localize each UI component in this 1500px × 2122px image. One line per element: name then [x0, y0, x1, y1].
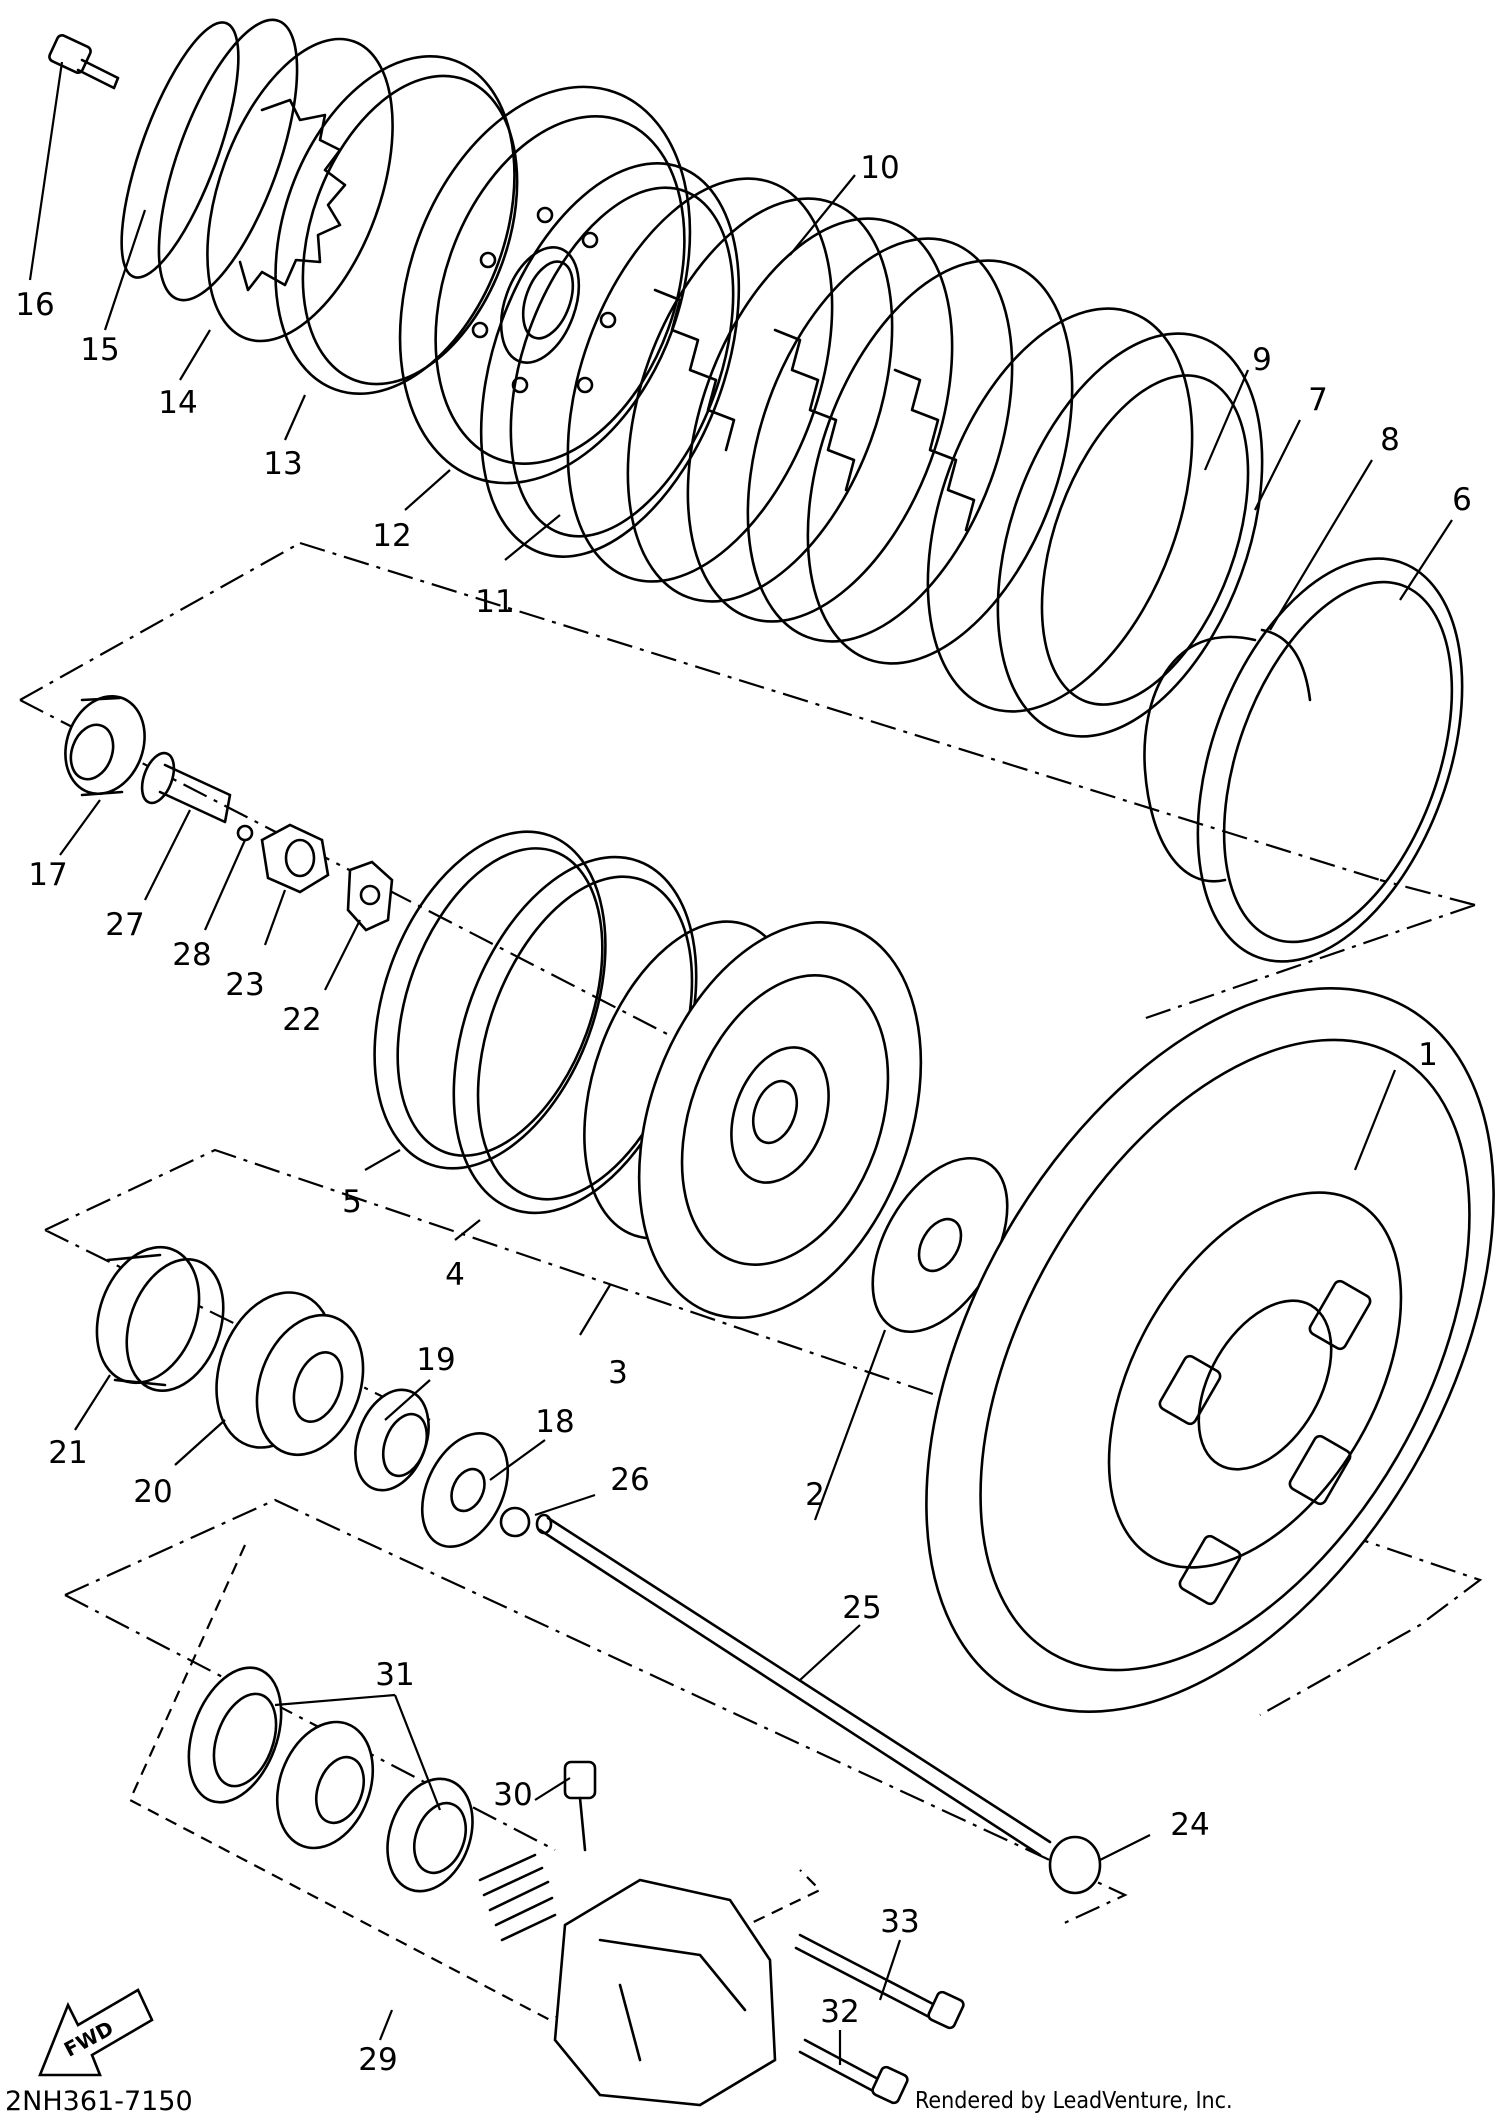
callout-32: 32: [820, 1994, 859, 2030]
leader-lines: [28, 61, 1453, 2065]
callout-6: 6: [1452, 482, 1472, 518]
callout-26: 26: [610, 1462, 649, 1498]
part-5-ring: [373, 830, 607, 1170]
part-13-plate: [274, 55, 519, 395]
callout-17: 17: [28, 857, 67, 893]
part-17-bearing: [64, 694, 146, 797]
callout-12: 12: [372, 518, 411, 554]
callout-11: 11: [475, 584, 514, 620]
part-30-bleed-screw: [563, 1760, 597, 1852]
callout-2: 2: [805, 1477, 825, 1513]
part-3-clutch-boss: [583, 920, 923, 1320]
part-23-nut: [260, 823, 330, 894]
callout-20: 20: [133, 1474, 172, 1510]
callout-3: 3: [608, 1355, 628, 1391]
group-boundaries: [19, 541, 1483, 2022]
part-31-seals: [187, 1666, 474, 1893]
part-28-ball: [236, 824, 254, 842]
callout-4: 4: [445, 1257, 465, 1293]
part-7-plate: [996, 332, 1264, 738]
callout-14: 14: [158, 385, 197, 421]
callout-23: 23: [225, 967, 264, 1003]
callout-18: 18: [535, 1404, 574, 1440]
callout-24: 24: [1170, 1807, 1209, 1843]
part-18-washer: [420, 1431, 510, 1549]
callout-9: 9: [1252, 342, 1272, 378]
callout-27: 27: [105, 907, 144, 943]
part-11-friction-plate: [479, 162, 741, 558]
render-credit: Rendered by LeadVenture, Inc.: [915, 2088, 1233, 2114]
part-26-ball: [499, 1506, 531, 1538]
callout-labels: 16 15 14 13 12 11 10 9 7 8 6 17 27 28 23…: [15, 150, 1472, 2078]
part-16-bolt: [48, 34, 120, 90]
callout-21: 21: [48, 1435, 87, 1471]
callout-7: 7: [1308, 382, 1328, 418]
part-10-plate-stack: [566, 177, 1074, 665]
part-27-push-rod-end: [140, 751, 232, 824]
part-2-washer: [871, 1156, 1009, 1334]
callout-30: 30: [493, 1777, 532, 1813]
part-14-plate: [206, 37, 394, 343]
part-22-lock-washer: [346, 860, 394, 932]
part-29-release-cylinder: [553, 1878, 777, 2107]
callout-22: 22: [282, 1002, 321, 1038]
callout-33: 33: [880, 1904, 919, 1940]
part-1-clutch-housing: [925, 987, 1495, 1713]
callout-8: 8: [1380, 422, 1400, 458]
part-21-bearing: [95, 1245, 225, 1393]
callout-15: 15: [80, 332, 119, 368]
callout-10: 10: [860, 150, 899, 186]
callout-1: 1: [1418, 1037, 1438, 1073]
part-spring: [478, 1853, 557, 1942]
callout-31: 31: [375, 1657, 414, 1693]
part-6-plate: [1196, 557, 1464, 963]
callout-29: 29: [358, 2042, 397, 2078]
part-24-seal: [1048, 1835, 1102, 1895]
callout-5: 5: [342, 1184, 362, 1220]
part-25-push-rod: [535, 1513, 1052, 1857]
part-8-circlip: [1143, 628, 1312, 883]
callout-25: 25: [842, 1590, 881, 1626]
callout-28: 28: [172, 937, 211, 973]
callout-19: 19: [416, 1342, 455, 1378]
fwd-arrow-icon: FWD: [38, 1988, 154, 2077]
part-33-bolt: [794, 1933, 965, 2030]
part-12-pressure-plate: [398, 85, 692, 485]
callout-16: 16: [15, 287, 54, 323]
part-9-plate: [926, 307, 1194, 713]
drawing-code: 2NH361-7150: [5, 2086, 193, 2117]
part-15-plate: [120, 18, 299, 302]
part-32-bolt: [798, 2038, 909, 2105]
part-19-bushing: [354, 1388, 430, 1492]
part-20-spacer: [215, 1291, 365, 1457]
callout-13: 13: [263, 446, 302, 482]
